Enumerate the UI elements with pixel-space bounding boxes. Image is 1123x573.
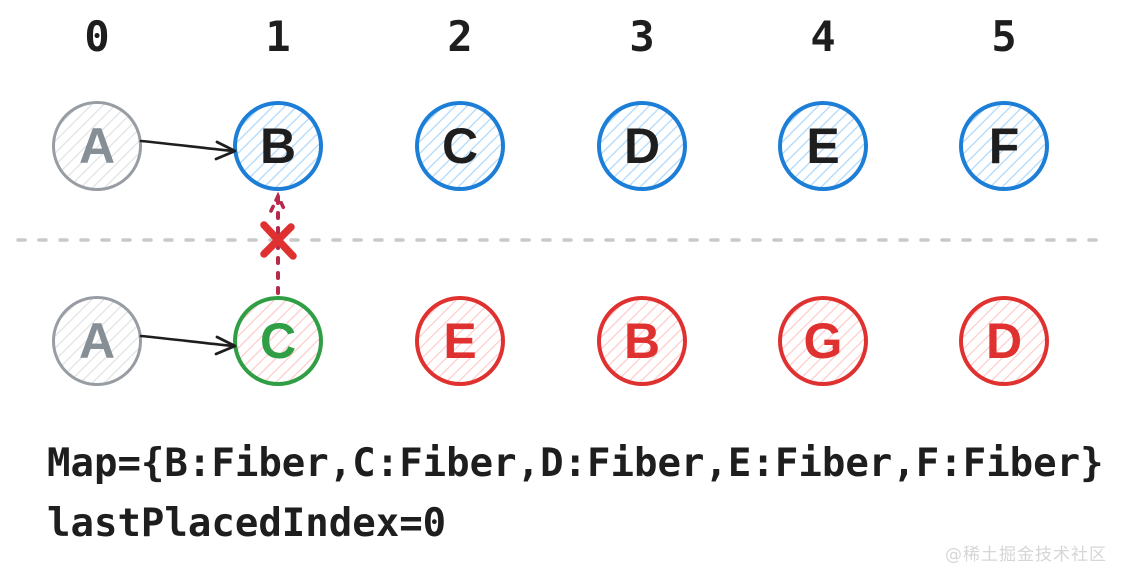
old-node-F-label: F — [988, 118, 1020, 174]
map-annotation: Map={B:Fiber,C:Fiber,D:Fiber,E:Fiber,F:F… — [47, 441, 1104, 486]
old-node-C: C — [415, 101, 505, 191]
index-label-5: 5 — [991, 12, 1017, 61]
old-node-D-label: D — [623, 118, 661, 174]
new-node-E-label: E — [443, 313, 477, 369]
old-node-E-label: E — [806, 118, 840, 174]
old-node-A: A — [52, 101, 142, 191]
old-node-E: E — [778, 101, 868, 191]
new-node-A: A — [52, 296, 142, 386]
move-attempt-dotted-line — [269, 191, 287, 296]
index-label-1: 1 — [265, 12, 291, 61]
new-node-A-label: A — [78, 313, 116, 369]
old-node-B-label: B — [259, 118, 297, 174]
reject-x-icon — [260, 221, 297, 260]
new-node-G: G — [778, 296, 868, 386]
new-node-D: D — [959, 296, 1049, 386]
old-node-F: F — [959, 101, 1049, 191]
old-node-B: B — [233, 101, 323, 191]
old-node-C-label: C — [441, 118, 479, 174]
old-node-D: D — [597, 101, 687, 191]
new-node-B: B — [597, 296, 687, 386]
index-label-4: 4 — [810, 12, 836, 61]
index-label-0: 0 — [84, 12, 110, 61]
new-node-E: E — [415, 296, 505, 386]
new-node-C-label: C — [259, 313, 297, 369]
new-node-D-label: D — [985, 313, 1023, 369]
index-label-2: 2 — [447, 12, 473, 61]
new-node-B-label: B — [623, 313, 661, 369]
arrow-a-to-c-icon — [139, 334, 237, 356]
new-node-C: C — [233, 296, 323, 386]
index-label-3: 3 — [629, 12, 655, 61]
new-node-G-label: G — [803, 313, 843, 369]
old-node-A-label: A — [78, 118, 116, 174]
arrow-a-to-b-icon — [139, 139, 237, 161]
last-placed-index-annotation: lastPlacedIndex=0 — [47, 501, 447, 546]
watermark: @稀土掘金技术社区 — [945, 545, 1107, 565]
